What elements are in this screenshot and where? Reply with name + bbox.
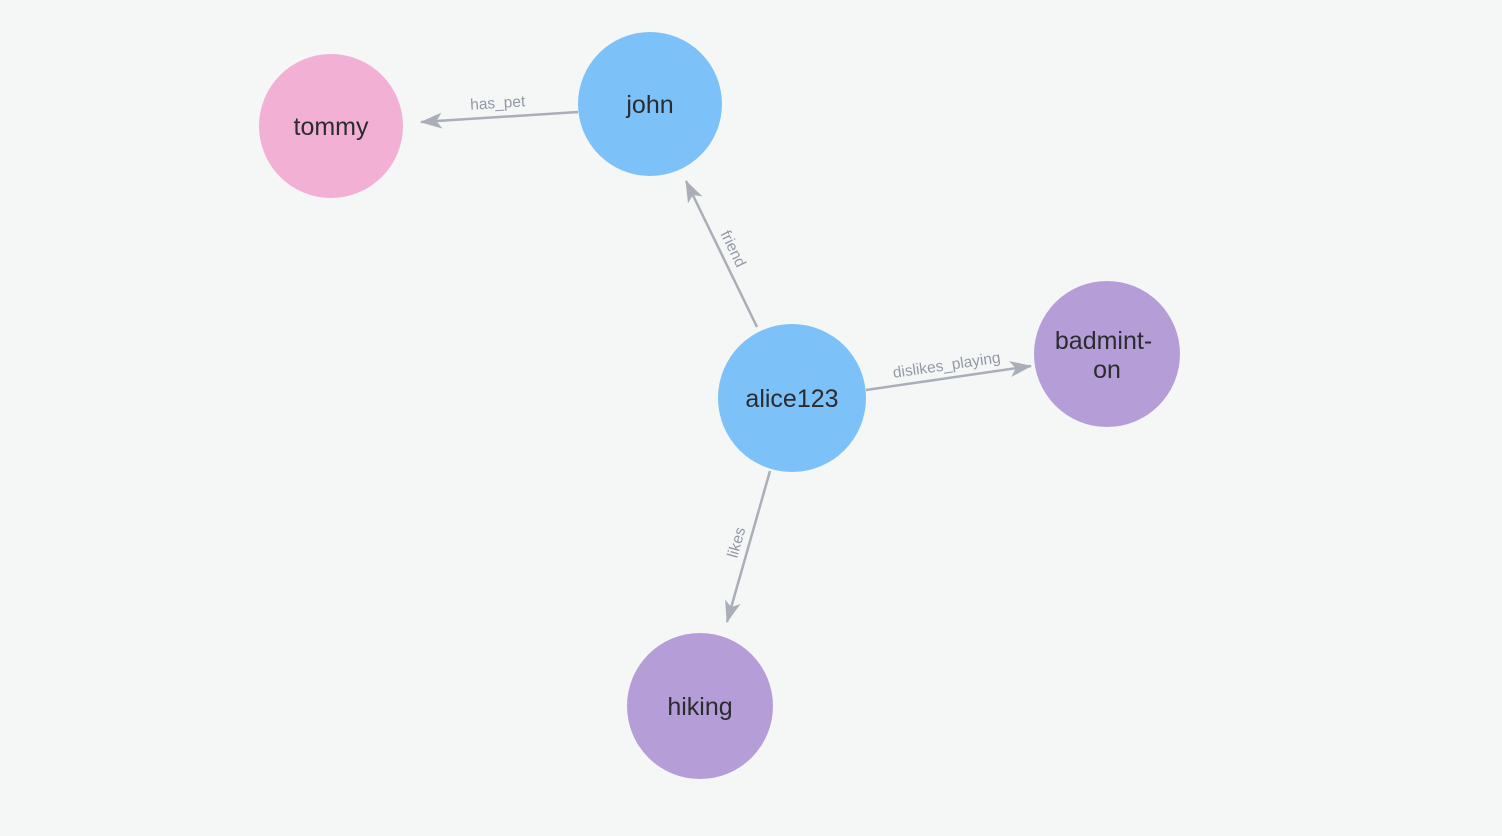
node-alice123-circle[interactable]	[718, 324, 866, 472]
node-badminton[interactable]: badmint- on	[1034, 281, 1180, 427]
node-hiking-circle[interactable]	[627, 633, 773, 779]
edge-has-pet-label: has_pet	[470, 93, 527, 113]
edge-john-tommy: has_pet	[420, 93, 579, 129]
node-john-label: john	[625, 91, 673, 119]
node-badminton-label: badmint- on	[1055, 327, 1159, 384]
node-tommy-circle[interactable]	[259, 54, 403, 198]
edge-alice-hiking: likes	[725, 470, 772, 623]
node-badminton-circle[interactable]	[1034, 281, 1180, 427]
node-tommy-label: tommy	[294, 113, 370, 141]
node-alice123-label: alice123	[745, 385, 838, 413]
node-badminton-label-line1: badmint-	[1055, 327, 1152, 355]
node-alice123[interactable]: alice123	[718, 324, 866, 472]
node-hiking-label: hiking	[667, 693, 732, 721]
edge-alice-badminton: dislikes_playing	[865, 349, 1032, 392]
node-hiking[interactable]: hiking	[627, 633, 773, 779]
edge-likes-line[interactable]	[725, 470, 772, 623]
node-badminton-label-line2: on	[1093, 356, 1121, 384]
nodes-layer: tommy john alice123 badmint- on hiking	[259, 32, 1180, 779]
edge-friend-label: friend	[717, 228, 749, 270]
edges-layer: has_pet friend dislikes_playing likes	[420, 93, 1032, 623]
node-john[interactable]: john	[578, 32, 722, 176]
edge-has-pet-line[interactable]	[420, 110, 579, 129]
node-tommy[interactable]: tommy	[259, 54, 403, 198]
node-john-circle[interactable]	[578, 32, 722, 176]
edge-friend-line[interactable]	[684, 180, 759, 328]
edge-alice-john: friend	[684, 180, 759, 328]
edge-dislikes-playing-line[interactable]	[865, 361, 1032, 392]
